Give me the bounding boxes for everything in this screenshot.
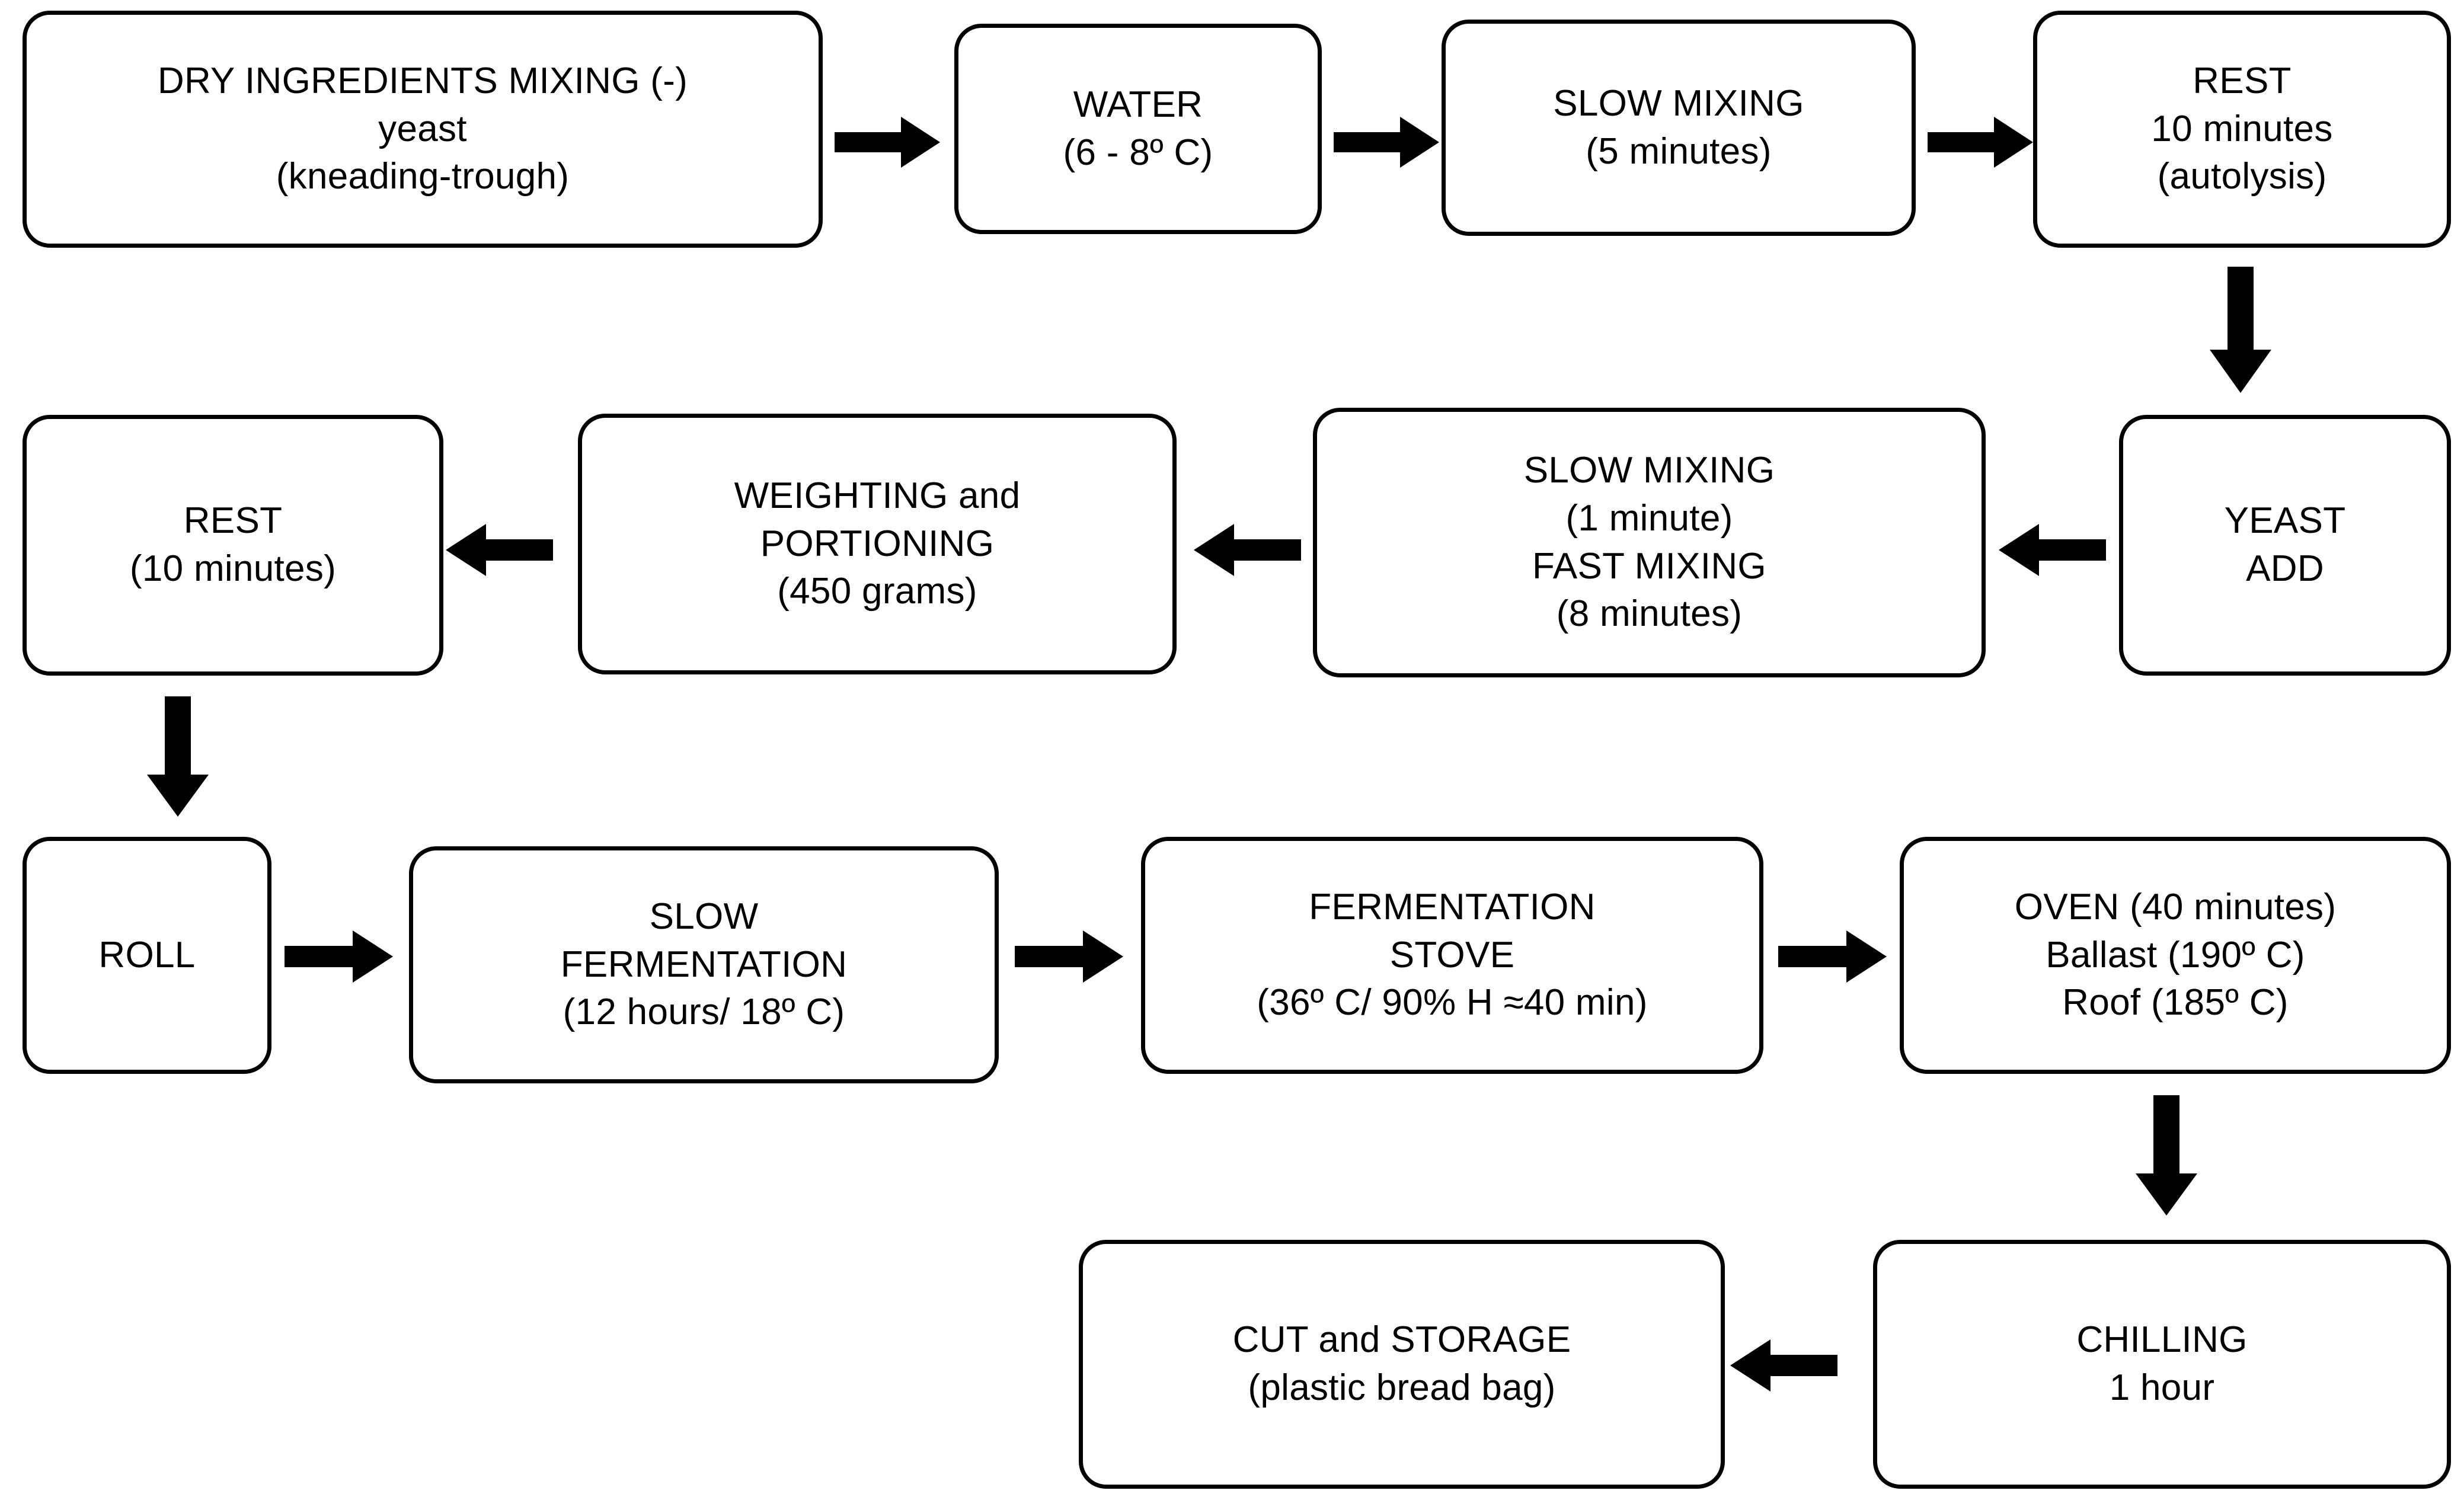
- node-line: (5 minutes): [1586, 130, 1772, 172]
- arrow-chilling-to-cut-storage: [1728, 1332, 1837, 1399]
- node-line: PORTIONING: [760, 523, 995, 564]
- node-water[interactable]: WATER (6 - 8º C): [954, 24, 1322, 234]
- node-line: (kneading-trough): [276, 156, 570, 197]
- node-line: Ballast (190º C): [2046, 934, 2305, 976]
- node-line: YEAST: [2224, 500, 2346, 542]
- node-line: ADD: [2246, 548, 2324, 589]
- node-line: (450 grams): [777, 571, 977, 612]
- node-line: WATER: [1073, 84, 1203, 125]
- arrow-slow-fast-mixing-to-weighting: [1191, 517, 1301, 583]
- node-line: WEIGHTING and: [734, 475, 1021, 517]
- node-line: 1 hour: [2109, 1367, 2215, 1408]
- node-slow-fermentation[interactable]: SLOW FERMENTATION (12 hours/ 18º C): [409, 846, 999, 1083]
- node-line: FERMENTATION: [1309, 887, 1596, 928]
- node-line: (10 minutes): [129, 548, 337, 589]
- arrow-rest10-to-roll: [142, 696, 213, 818]
- node-line: CHILLING: [2076, 1319, 2248, 1361]
- arrow-slow-fermentation-to-stove: [1015, 923, 1124, 990]
- node-line: SLOW: [649, 896, 759, 938]
- arrow-stove-to-oven: [1778, 923, 1888, 990]
- node-line: (plastic bread bag): [1248, 1367, 1556, 1408]
- node-line: REST: [2193, 60, 2292, 102]
- node-line: (6 - 8º C): [1063, 132, 1213, 173]
- arrow-yeast-add-to-slow-fast-mixing: [1996, 517, 2106, 583]
- node-dry-ingredients-mixing[interactable]: DRY INGREDIENTS MIXING (-) yeast (kneadi…: [23, 11, 823, 248]
- node-line: ROLL: [98, 934, 196, 976]
- node-line: SLOW MIXING: [1553, 82, 1804, 124]
- arrow-weighting-to-rest10: [443, 517, 553, 583]
- node-slow-fast-mixing[interactable]: SLOW MIXING (1 minute) FAST MIXING (8 mi…: [1313, 408, 1986, 677]
- arrow-oven-to-chilling: [2131, 1095, 2202, 1217]
- node-cut-storage[interactable]: CUT and STORAGE (plastic bread bag): [1079, 1240, 1725, 1489]
- node-line: yeast: [378, 108, 467, 149]
- node-chilling[interactable]: CHILLING 1 hour: [1873, 1240, 2451, 1489]
- node-line: (8 minutes): [1556, 593, 1743, 635]
- node-line: REST: [183, 500, 283, 542]
- node-slow-mixing-5[interactable]: SLOW MIXING (5 minutes): [1442, 20, 1916, 236]
- node-rest-autolysis[interactable]: REST 10 minutes (autolysis): [2033, 11, 2451, 248]
- node-weighting-portioning[interactable]: WEIGHTING and PORTIONING (450 grams): [578, 414, 1177, 674]
- node-line: (36º C/ 90% H ≈40 min): [1257, 982, 1648, 1024]
- node-line: (12 hours/ 18º C): [563, 992, 845, 1033]
- node-line: FAST MIXING: [1532, 545, 1766, 587]
- node-line: OVEN (40 minutes): [2014, 887, 2337, 928]
- node-line: DRY INGREDIENTS MIXING (-): [157, 60, 688, 102]
- node-line: SLOW MIXING: [1523, 450, 1775, 491]
- arrow-rest-to-yeast-add: [2205, 267, 2276, 394]
- node-line: 10 minutes: [2151, 108, 2333, 149]
- node-fermentation-stove[interactable]: FERMENTATION STOVE (36º C/ 90% H ≈40 min…: [1141, 837, 1763, 1074]
- arrow-roll-to-slow-fermentation: [285, 923, 394, 990]
- node-line: (autolysis): [2157, 156, 2327, 197]
- node-line: STOVE: [1389, 934, 1515, 976]
- node-line: FERMENTATION: [560, 944, 848, 985]
- arrow-dry-to-water: [835, 110, 941, 175]
- node-line: (1 minute): [1565, 497, 1733, 539]
- arrow-slow-mixing-to-rest: [1928, 110, 2034, 175]
- node-yeast-add[interactable]: YEAST ADD: [2119, 415, 2451, 676]
- arrow-water-to-slow-mixing: [1334, 110, 1440, 175]
- node-rest-10[interactable]: REST (10 minutes): [23, 415, 443, 676]
- node-roll[interactable]: ROLL: [23, 837, 271, 1074]
- node-oven[interactable]: OVEN (40 minutes) Ballast (190º C) Roof …: [1900, 837, 2451, 1074]
- node-line: CUT and STORAGE: [1232, 1319, 1571, 1361]
- node-line: Roof (185º C): [2062, 982, 2289, 1024]
